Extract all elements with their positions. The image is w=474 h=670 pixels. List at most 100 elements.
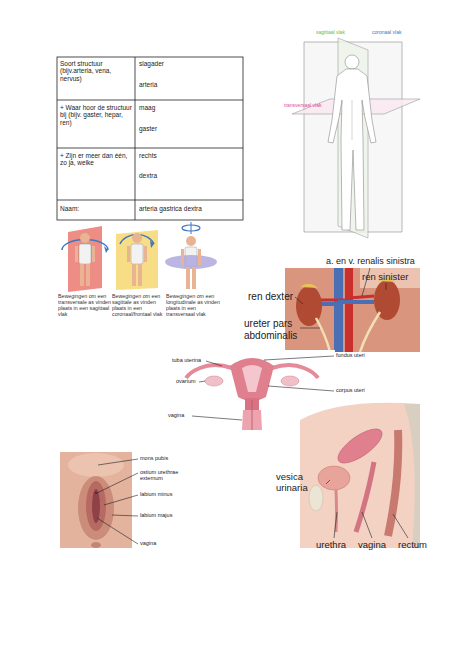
table-grid: [57, 100, 243, 101]
uterus-illustration: [230, 358, 274, 401]
leader-line: [199, 381, 205, 382]
movement-figure-coronal: [138, 264, 142, 286]
body-planes-figure: [345, 55, 359, 69]
table-cell: Naam:: [60, 205, 79, 212]
table-cell: rechts: [139, 152, 157, 159]
figure-caption: Bewegingen om een transversale as vinden…: [58, 293, 112, 317]
table-grid: [135, 57, 136, 220]
anatomy-label: mons pubis: [140, 455, 168, 461]
table-cell: + Zijn er meer dan één, zo ja, welke: [60, 152, 132, 167]
anatomy-label: ureter pars abdominalis: [244, 318, 306, 341]
figure-caption: Bewegingen om een longitudinale as vinde…: [166, 293, 224, 317]
leader-line: [264, 356, 334, 360]
uterus-illustration: [242, 365, 262, 392]
leader-line: [386, 283, 387, 290]
plane-label: coronaal vlak: [372, 30, 401, 36]
leader-line: [97, 473, 138, 493]
leader-line: [326, 480, 330, 484]
movement-figure-sagittal: [92, 246, 95, 262]
anatomy-label: vesica urinaria: [276, 472, 328, 494]
movement-figure-transverse: [165, 255, 217, 269]
pelvis-illustration: [404, 404, 420, 548]
body-planes-figure: [292, 38, 420, 238]
leader-line: [326, 480, 408, 538]
kidney-illustration: [300, 284, 318, 288]
table-cell: slagader: [139, 60, 164, 67]
movement-figure-sagittal: [62, 226, 108, 292]
movement-figure-transverse: [165, 222, 217, 289]
movement-figure-transverse: [198, 249, 201, 265]
anatomy-label: vagina: [358, 540, 386, 551]
movement-figure-sagittal: [86, 264, 90, 286]
plane-label: transversaal vlak: [284, 103, 322, 109]
uterus-illustration: [272, 365, 318, 378]
anatomy-label: vagina: [140, 540, 156, 546]
leader-line: [300, 328, 320, 329]
kidney-illustration: [334, 268, 343, 352]
table-grid: [57, 57, 243, 220]
kidney-illustration: [360, 312, 380, 352]
pelvis-illustration: [318, 466, 350, 490]
table-grid: [57, 200, 243, 201]
plane-label: sagittaal vlak: [316, 30, 345, 36]
uterus-illustration: [252, 400, 253, 430]
movement-figure-transverse: [192, 267, 196, 289]
movement-figure-coronal: [132, 264, 136, 286]
table-cell: arteria: [139, 81, 157, 88]
vulva-illustration: [68, 453, 124, 477]
pelvis-illustration: [300, 398, 420, 548]
movement-figure-transverse: [191, 222, 192, 234]
kidney-illustration: [345, 268, 353, 352]
vulva-illustration: [86, 481, 106, 531]
leader-line: [104, 495, 138, 505]
pelvis-illustration: [356, 462, 374, 532]
table-cell: Soort structuur (bijv.arteria, vena, ner…: [60, 60, 132, 82]
anatomy-label: ovarium: [176, 378, 196, 384]
leader-line: [295, 297, 303, 304]
uterus-illustration: [205, 376, 223, 386]
kidney-illustration: [285, 268, 420, 352]
leader-line: [97, 518, 138, 544]
anatomy-label: fundus uteri: [336, 352, 365, 358]
movement-figure-coronal: [132, 233, 142, 243]
movement-figure-coronal: [127, 246, 130, 262]
anatomy-label: ren dexter: [248, 291, 293, 303]
movement-figure-sagittal: [80, 233, 90, 243]
leader-line: [268, 386, 334, 391]
vulva-illustration: [92, 489, 100, 523]
uterus-illustration: [186, 365, 232, 378]
table-grid: [57, 57, 243, 220]
body-planes-figure: [352, 100, 353, 140]
movement-figure-coronal: [116, 230, 158, 290]
body-planes-figure: [328, 69, 376, 230]
leader-line: [97, 459, 138, 544]
table-cell: arteria gastrica dextra: [139, 205, 202, 212]
leader-line: [192, 416, 242, 420]
leader-line: [334, 512, 337, 538]
leader-line: [206, 361, 222, 366]
movement-figure-sagittal: [79, 244, 91, 264]
anatomy-label: rectum: [398, 540, 427, 551]
table-cell: dextra: [139, 172, 157, 179]
vulva-illustration: [95, 492, 98, 495]
leader-line: [362, 512, 372, 538]
anatomy-label: vagina: [168, 412, 184, 418]
anatomy-label: labium majus: [140, 512, 172, 518]
movement-figure-transverse: [186, 236, 196, 246]
anatomy-label: corpus uteri: [336, 387, 365, 393]
pelvis-illustration: [309, 485, 323, 511]
pelvis-illustration: [335, 490, 339, 532]
movement-figure-coronal: [131, 244, 143, 264]
pelvis-illustration: [300, 398, 420, 548]
table-cell: + Waar hoor de structuur bij (bijv. gast…: [60, 104, 132, 126]
leader-line: [98, 459, 138, 465]
movement-figure-coronal: [150, 240, 154, 248]
movement-figure-coronal: [116, 230, 158, 290]
kidney-illustration: [316, 318, 330, 352]
table-grid: [57, 148, 243, 149]
kidney-illustration: [349, 296, 374, 298]
kidney-illustration: [285, 268, 420, 352]
